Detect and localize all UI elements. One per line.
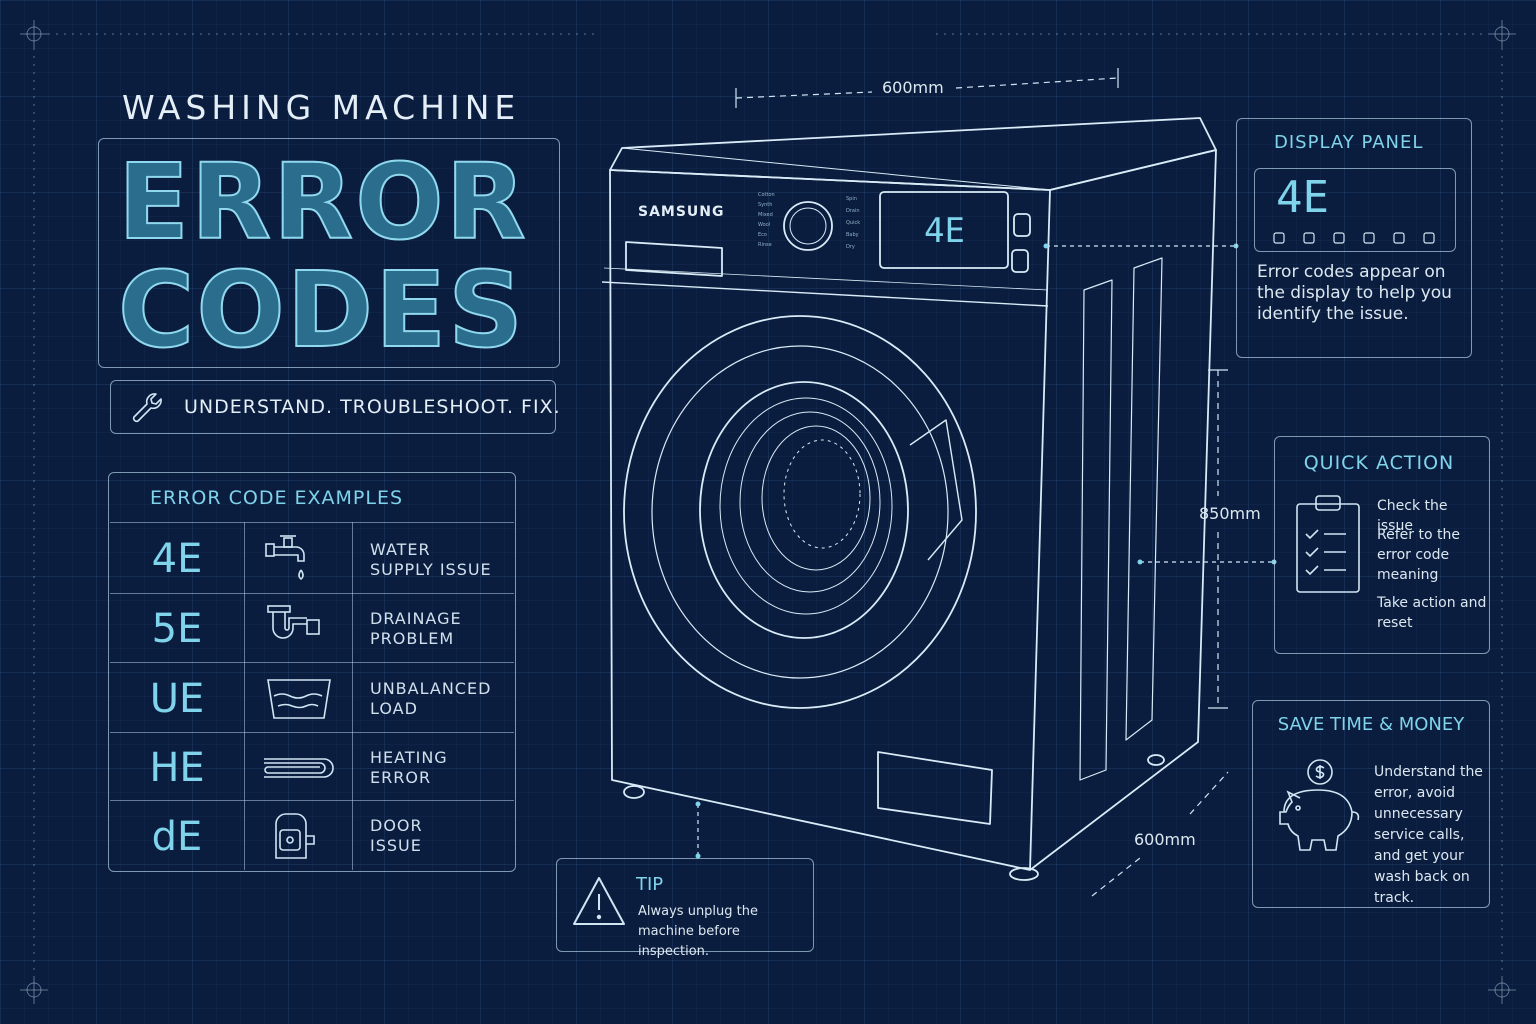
door-lock-icon [275,813,315,859]
tip-description: Always unplug the machine before inspect… [638,904,759,959]
table-title: ERROR CODE EXAMPLES [150,487,404,509]
title-error: ERROR [117,141,528,263]
svg-text:Eco: Eco [758,232,767,238]
tip-card [556,858,814,952]
save-money-description: Understand the error, avoid unnecessary … [1374,764,1483,906]
save-money-card [1252,700,1490,908]
tagline: UNDERSTAND. TROUBLESHOOT. FIX. [184,396,561,418]
dimension-height: 850mm [1199,504,1261,523]
error-desc-line: HEATING [370,748,448,767]
error-code-de: dE [151,814,203,860]
display-panel-code: 4E [1276,172,1329,223]
title-frame [98,138,560,368]
piggy-bank-icon [1279,759,1360,851]
save-money-title: SAVE TIME & MONEY [1277,714,1465,735]
error-code-5e: 5E [151,606,203,652]
tip-title: TIP [636,874,664,895]
table-divider [110,800,514,801]
svg-text:Dry: Dry [846,244,855,250]
error-desc-line: ERROR [370,768,432,787]
svg-text:Cotton: Cotton [758,192,775,198]
table-divider [110,662,514,663]
display-buttons-icon [1273,232,1435,244]
error-code-he: HE [149,745,205,791]
quick-action-item: Refer to the error code meaning [1377,527,1460,583]
table-divider [110,732,514,733]
error-desc-line: UNBALANCED [370,679,492,698]
error-desc-line: LOAD [370,699,418,718]
quick-action-card [1274,436,1490,654]
error-code-ue: UE [149,676,205,722]
display-panel-description: Error codes appear on the display to hel… [1257,262,1452,324]
display-screen [1254,168,1456,252]
display-panel-title: DISPLAY PANEL [1274,132,1424,153]
dimension-width: 600mm [882,78,944,97]
title-codes: CODES [117,249,526,371]
kicker-title: WASHING MACHINE [122,88,521,127]
heating-element-icon [264,758,334,778]
error-desc-line: WATER [370,540,431,559]
table-column-divider [244,522,245,870]
error-desc-line: PROBLEM [370,629,455,648]
svg-text:Mixed: Mixed [758,212,773,218]
machine-display-code: 4E [924,211,965,251]
error-desc-line: DOOR [370,816,423,835]
tub-icon [267,679,331,719]
svg-text:Spin: Spin [846,196,857,202]
table-divider [110,593,514,594]
quick-action-item: Take action and reset [1377,595,1487,631]
brand-label: SAMSUNG [638,204,725,220]
tagline-box [110,380,556,434]
svg-text:Wool: Wool [758,222,770,228]
error-code-table [108,472,516,872]
error-desc-line: SUPPLY ISSUE [370,560,492,579]
error-desc-line: ISSUE [370,836,422,855]
quick-action-title: QUICK ACTION [1303,452,1455,474]
wrench-icon [132,393,162,423]
quick-action-item: Check the issue [1377,498,1448,534]
svg-text:Drain: Drain [846,208,860,214]
clipboard-checklist-icon [1296,495,1360,593]
table-column-divider [352,522,353,870]
dimension-depth: 600mm [1134,830,1196,849]
warning-icon [573,877,625,925]
svg-text:Rinse: Rinse [758,242,772,248]
display-panel-card [1236,118,1472,358]
error-desc-line: DRAINAGE [370,609,462,628]
svg-text:Baby: Baby [846,232,859,238]
table-divider [110,522,514,523]
faucet-icon [265,535,305,581]
error-code-4e: 4E [151,536,203,582]
drain-pipe-icon [267,605,320,639]
svg-text:Synth: Synth [758,202,772,208]
svg-text:Quick: Quick [846,220,860,226]
